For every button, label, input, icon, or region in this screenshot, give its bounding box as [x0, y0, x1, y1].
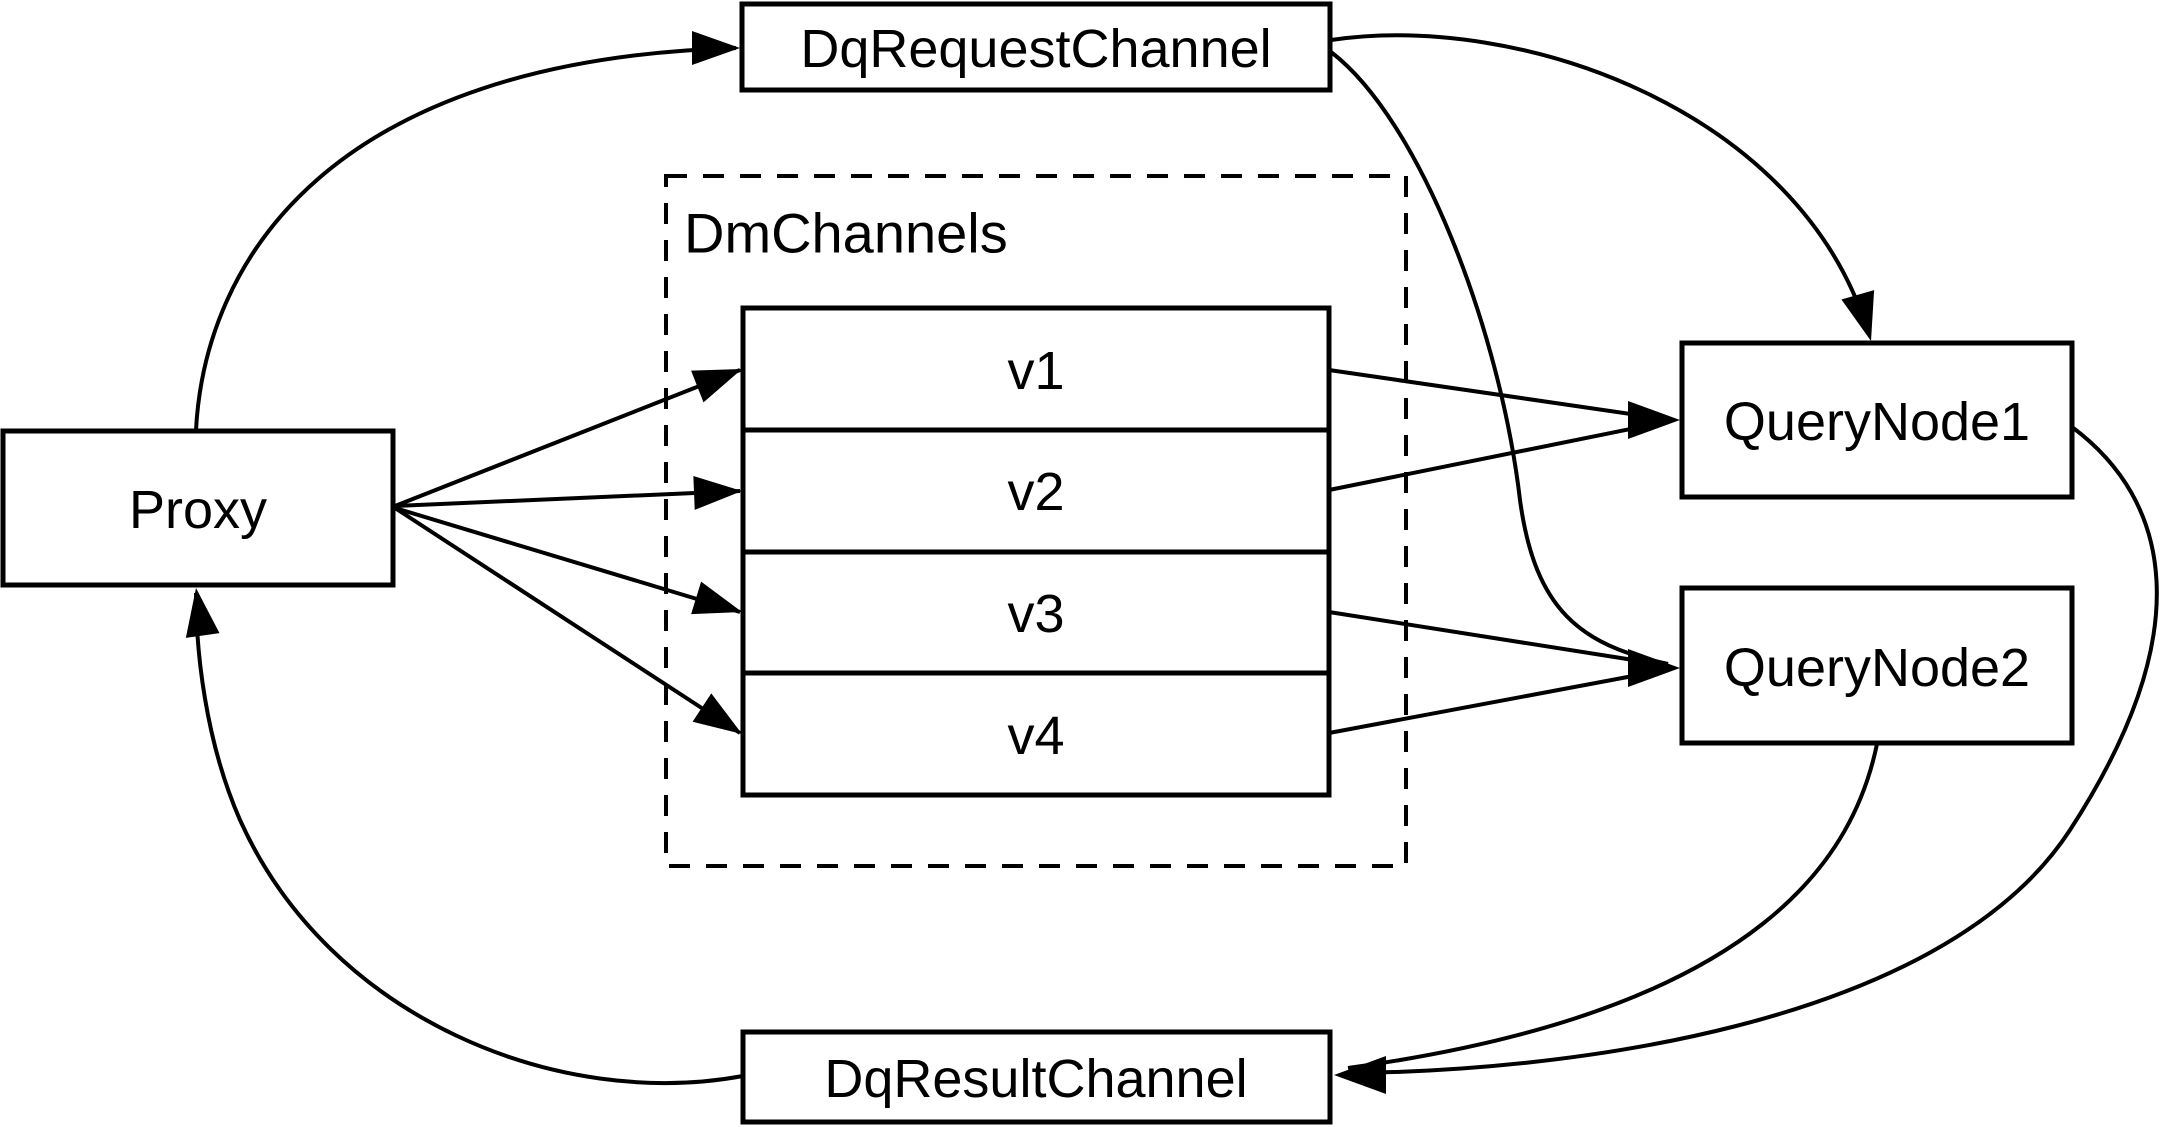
arrow-into-v3-icon: [691, 581, 742, 615]
edge-v1-to-querynode1: [1328, 368, 1666, 421]
dm-channels-label: DmChannels: [684, 202, 1008, 265]
edge-dqrequestchannel-to-querynode1: [1330, 33, 1870, 333]
arrow-into-v1-icon: [691, 369, 742, 403]
node-proxy: Proxy: [0, 428, 396, 588]
arrow-into-dqrequestchannel-icon: [692, 31, 740, 65]
node-dq-result-channel: DqResultChannel: [740, 1029, 1333, 1125]
query-node-1-box: [1679, 340, 2075, 500]
dq-request-channel-box: [739, 1, 1333, 93]
query-node-2-box: [1679, 585, 2075, 746]
node-query-node-1: QueryNode1: [1679, 340, 2075, 500]
edge-v3-to-querynode2: [1328, 610, 1666, 667]
edge-dqresultchannel-to-proxy: [194, 592, 744, 1085]
arrowheads: [185, 31, 1875, 1094]
edge-v4-to-querynode2: [1328, 668, 1666, 735]
edge-v2-to-querynode1: [1328, 420, 1666, 492]
group-dm-channels: DmChannels v1 v2 v3 v4: [664, 174, 1408, 868]
edge-dqrequestchannel-to-querynode2: [1329, 50, 1669, 666]
proxy-box: [0, 428, 396, 588]
dq-result-channel-label: DqResultChannel: [824, 1049, 1247, 1109]
channel-row-v4-label: v4: [1007, 706, 1064, 766]
dq-request-channel-label: DqRequestChannel: [800, 19, 1271, 79]
proxy-label: Proxy: [129, 480, 267, 540]
edge-proxy-to-v4: [393, 506, 742, 735]
arrow-into-querynode1-left-icon: [1628, 401, 1680, 439]
arrow-into-dqresultchannel-icon: [1334, 1056, 1386, 1094]
edge-querynode1-to-dqresultchannel: [1344, 425, 2159, 1075]
edge-proxy-to-v3: [394, 506, 741, 614]
query-node-1-label: QueryNode1: [1724, 392, 2030, 452]
arrow-into-proxy-icon: [185, 588, 220, 638]
edge-querynode2-to-dqresultchannel: [1347, 743, 1879, 1070]
edge-proxy-to-v1: [394, 368, 741, 508]
arrow-into-v4-icon: [692, 693, 742, 734]
dm-channels-table: v1 v2 v3 v4: [740, 305, 1332, 798]
node-dq-request-channel: DqRequestChannel: [739, 1, 1333, 93]
query-node-2-label: QueryNode2: [1724, 638, 2030, 698]
arrow-into-v2-icon: [693, 475, 742, 510]
channel-row-v1-label: v1: [1007, 341, 1064, 401]
arrow-into-querynode1-top-icon: [1841, 290, 1875, 341]
channel-row-v3-label: v3: [1007, 584, 1064, 644]
dq-result-channel-box: [740, 1029, 1333, 1125]
edge-proxy-to-v2: [394, 489, 741, 508]
edge-proxy-to-dqrequestchannel: [194, 46, 737, 431]
dm-channels-dashed-border: [664, 174, 1408, 868]
arrow-into-querynode2-left-icon: [1628, 649, 1680, 687]
edges: [194, 33, 2159, 1085]
channel-row-v2-label: v2: [1007, 462, 1064, 522]
node-query-node-2: QueryNode2: [1679, 585, 2075, 746]
